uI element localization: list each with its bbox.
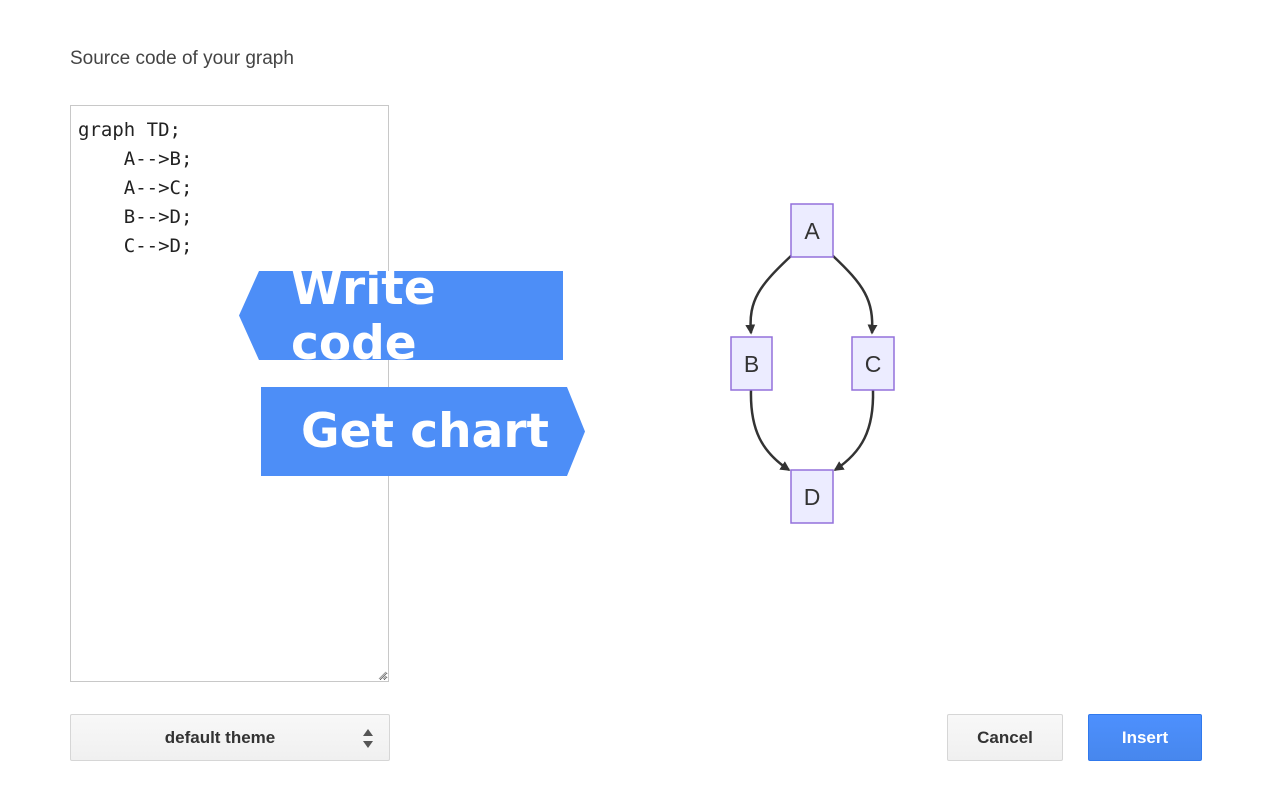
edge-a-c	[831, 254, 878, 335]
node-b[interactable]: B	[730, 336, 773, 391]
resize-grip-icon[interactable]	[378, 671, 387, 680]
node-a-label: A	[804, 218, 820, 244]
node-d[interactable]: D	[790, 469, 834, 524]
theme-select[interactable]: default theme	[70, 714, 390, 761]
insert-button[interactable]: Insert	[1088, 714, 1202, 761]
theme-select-value: default theme	[164, 727, 276, 747]
node-b-label: B	[744, 351, 759, 377]
write-code-callout: Write code	[239, 271, 563, 360]
up-down-arrows-icon	[363, 729, 373, 748]
edge-c-d	[833, 389, 875, 472]
node-a[interactable]: A	[790, 203, 834, 258]
get-chart-callout: Get chart	[261, 387, 585, 476]
section-heading: Source code of your graph	[70, 48, 294, 69]
edge-b-d	[749, 389, 791, 472]
cancel-button[interactable]: Cancel	[947, 714, 1063, 761]
node-d-label: D	[804, 484, 821, 510]
get-chart-callout-label: Get chart	[301, 404, 549, 459]
node-c-label: C	[865, 351, 882, 377]
node-c[interactable]: C	[851, 336, 895, 391]
write-code-callout-label: Write code	[291, 260, 436, 371]
edge-a-b	[745, 254, 793, 335]
